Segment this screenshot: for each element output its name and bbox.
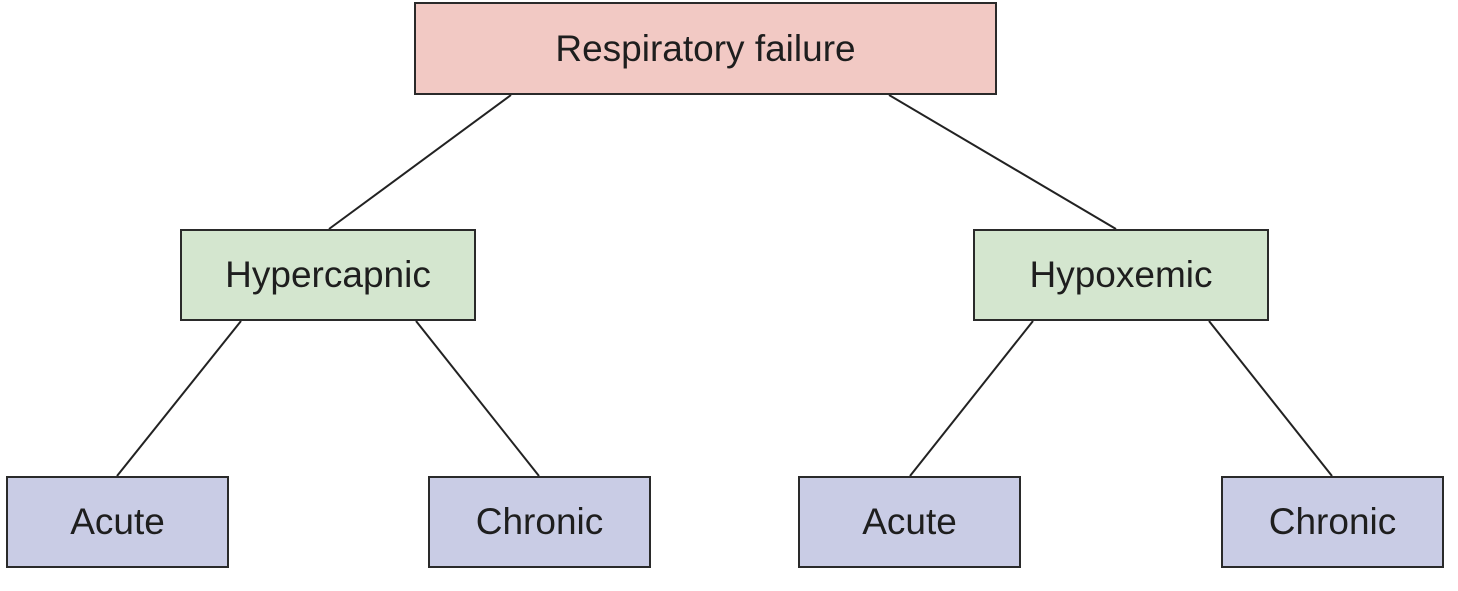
hypercapnic-label: Hypercapnic [225,254,431,295]
hypercapnic-acute-label: Acute [70,501,165,542]
edge-hypoxemic-chronic [1208,320,1333,477]
edge-root-hypoxemic [888,94,1117,230]
hypoxemic-node: Hypoxemic [973,229,1269,321]
root-label: Respiratory failure [555,27,856,69]
edge-hypercapnic-acute [116,320,242,477]
hypercapnic-acute-node: Acute [6,476,229,568]
edge-hypercapnic-chronic [415,320,540,477]
root-node: Respiratory failure [414,2,997,95]
hypoxemic-acute-node: Acute [798,476,1021,568]
edge-hypoxemic-acute [909,320,1034,477]
hypercapnic-chronic-node: Chronic [428,476,651,568]
hypercapnic-node: Hypercapnic [180,229,476,321]
hypoxemic-chronic-label: Chronic [1268,501,1397,542]
hypoxemic-label: Hypoxemic [1029,254,1213,295]
hypercapnic-chronic-label: Chronic [475,501,604,542]
hypoxemic-acute-label: Acute [862,501,957,542]
edge-root-hypercapnic [328,94,512,230]
hypoxemic-chronic-node: Chronic [1221,476,1444,568]
